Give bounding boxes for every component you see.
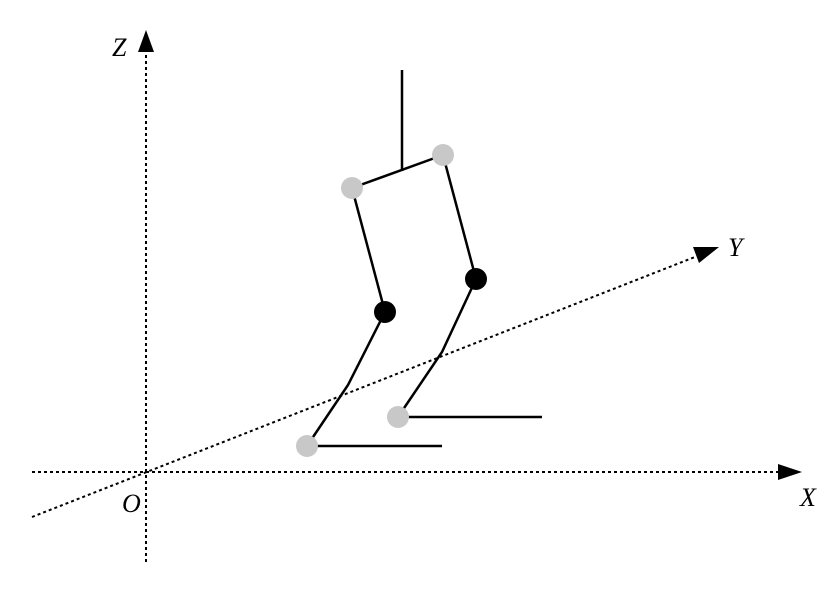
y-axis-arrow [693, 247, 719, 263]
origin-label: O [122, 489, 141, 518]
left-hip-joint [341, 177, 363, 199]
x-axis-label: X [799, 483, 817, 512]
right-hip-joint [432, 144, 454, 166]
left-ankle-joint [296, 435, 318, 457]
right-knee-joint [465, 268, 487, 290]
z-axis-label: Z [112, 33, 127, 62]
left-leg [305, 187, 387, 447]
y-axis-label: Y [728, 233, 745, 262]
right-leg [396, 154, 478, 418]
x-axis-arrow [778, 464, 802, 480]
right-ankle-joint [387, 406, 409, 428]
z-axis-arrow [138, 30, 154, 52]
left-knee-joint [374, 301, 396, 323]
y-axis [31, 254, 701, 518]
hip-link [351, 153, 444, 190]
axes: Z Y X O [31, 30, 817, 562]
robot-legs [296, 70, 542, 457]
